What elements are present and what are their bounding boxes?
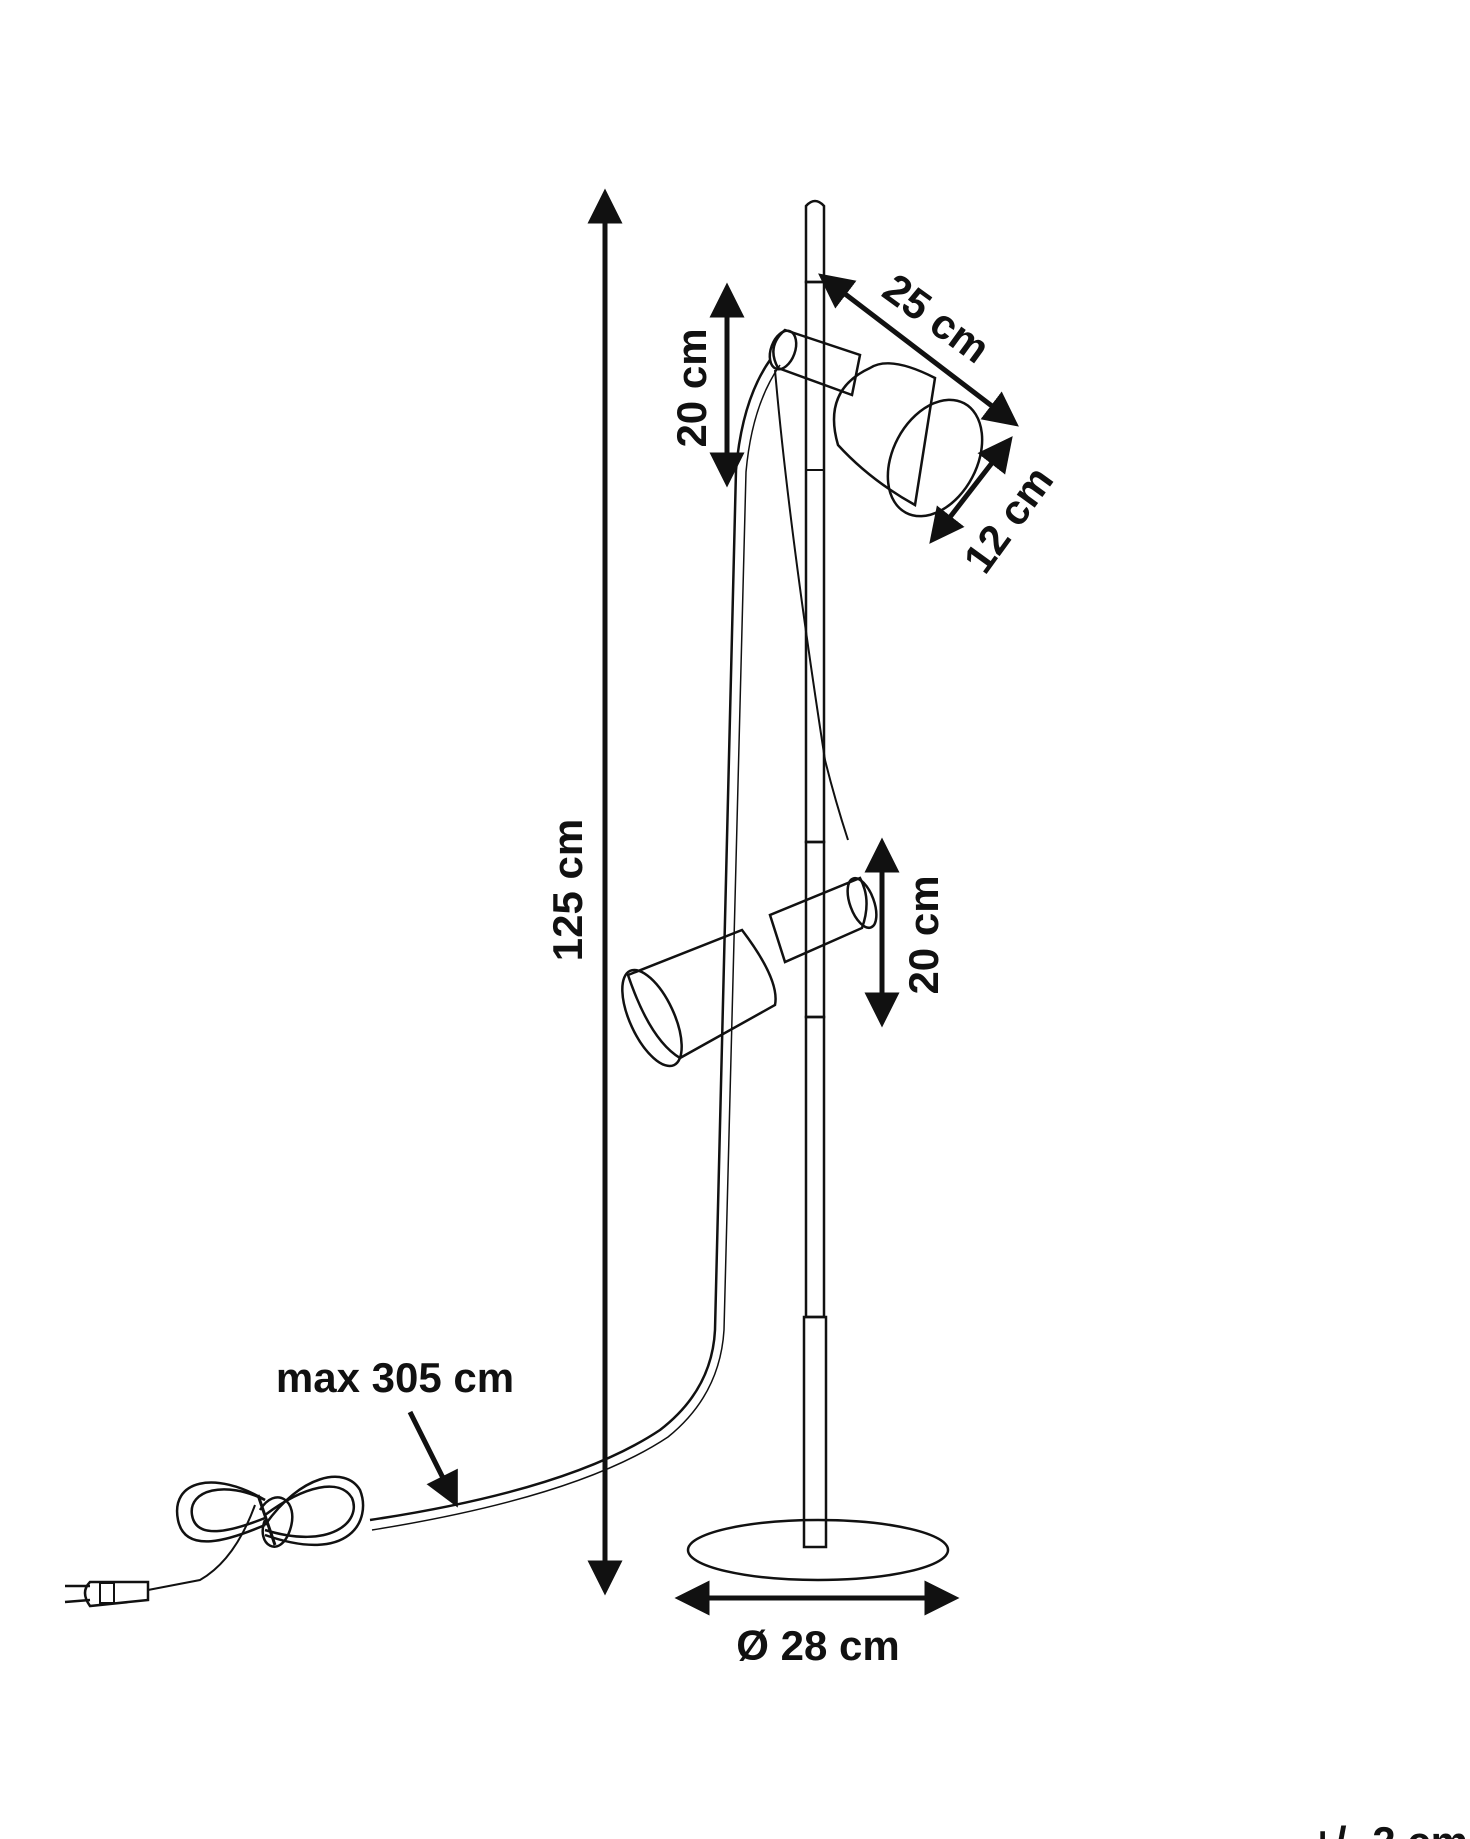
lamp-base (686, 1518, 950, 1582)
tolerance-note: +/- 2 cm (1310, 1818, 1468, 1839)
upper-spot-opening (886, 398, 984, 518)
base-diameter-label: Ø 28 cm (736, 1622, 899, 1669)
dimension-labels: 125 cm 20 cm 25 cm 12 cm 20 cm max 305 c… (276, 264, 1468, 1839)
lamp-pole-joint-lower (804, 840, 826, 1019)
lower-spot-height-label: 20 cm (900, 875, 947, 994)
shade-diameter-label: 12 cm (954, 457, 1062, 581)
power-cable-inner (371, 364, 781, 1531)
lamp-pole-lower (804, 1015, 826, 1319)
total-height-label: 125 cm (544, 819, 591, 961)
lower-spotlight (621, 876, 878, 1068)
shade-diameter-arrow (929, 436, 1013, 544)
lamp-pole-top-cap (804, 199, 826, 284)
upper-spot-shade (832, 362, 937, 507)
spot-connecting-cable (774, 369, 849, 841)
cable-length-pointer (407, 1410, 458, 1508)
lower-spot-opening (621, 968, 683, 1068)
coiled-cable (147, 1475, 365, 1591)
cable-length-label: max 305 cm (276, 1354, 514, 1401)
dimension-lines (407, 188, 1019, 1616)
power-plug-icon (64, 1580, 150, 1608)
upper-spot-height-label: 20 cm (668, 328, 715, 447)
lamp-illustration (64, 199, 984, 1608)
lower-spot-shade (626, 928, 777, 1060)
shade-length-arrow (818, 273, 1019, 427)
shade-length-label: 25 cm (875, 264, 999, 372)
lamp-pole-sleeve (802, 1315, 828, 1549)
lamp-pole-upper (804, 280, 826, 844)
lower-spot-arm (768, 876, 868, 964)
